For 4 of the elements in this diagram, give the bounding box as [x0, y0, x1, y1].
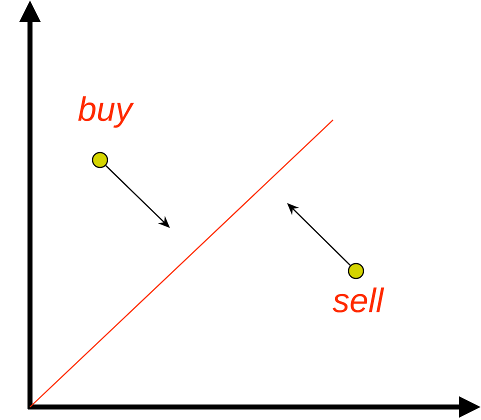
point-label: buy	[78, 96, 134, 128]
dot	[348, 262, 364, 280]
dot	[92, 152, 108, 168]
point-label: sell	[332, 288, 384, 312]
